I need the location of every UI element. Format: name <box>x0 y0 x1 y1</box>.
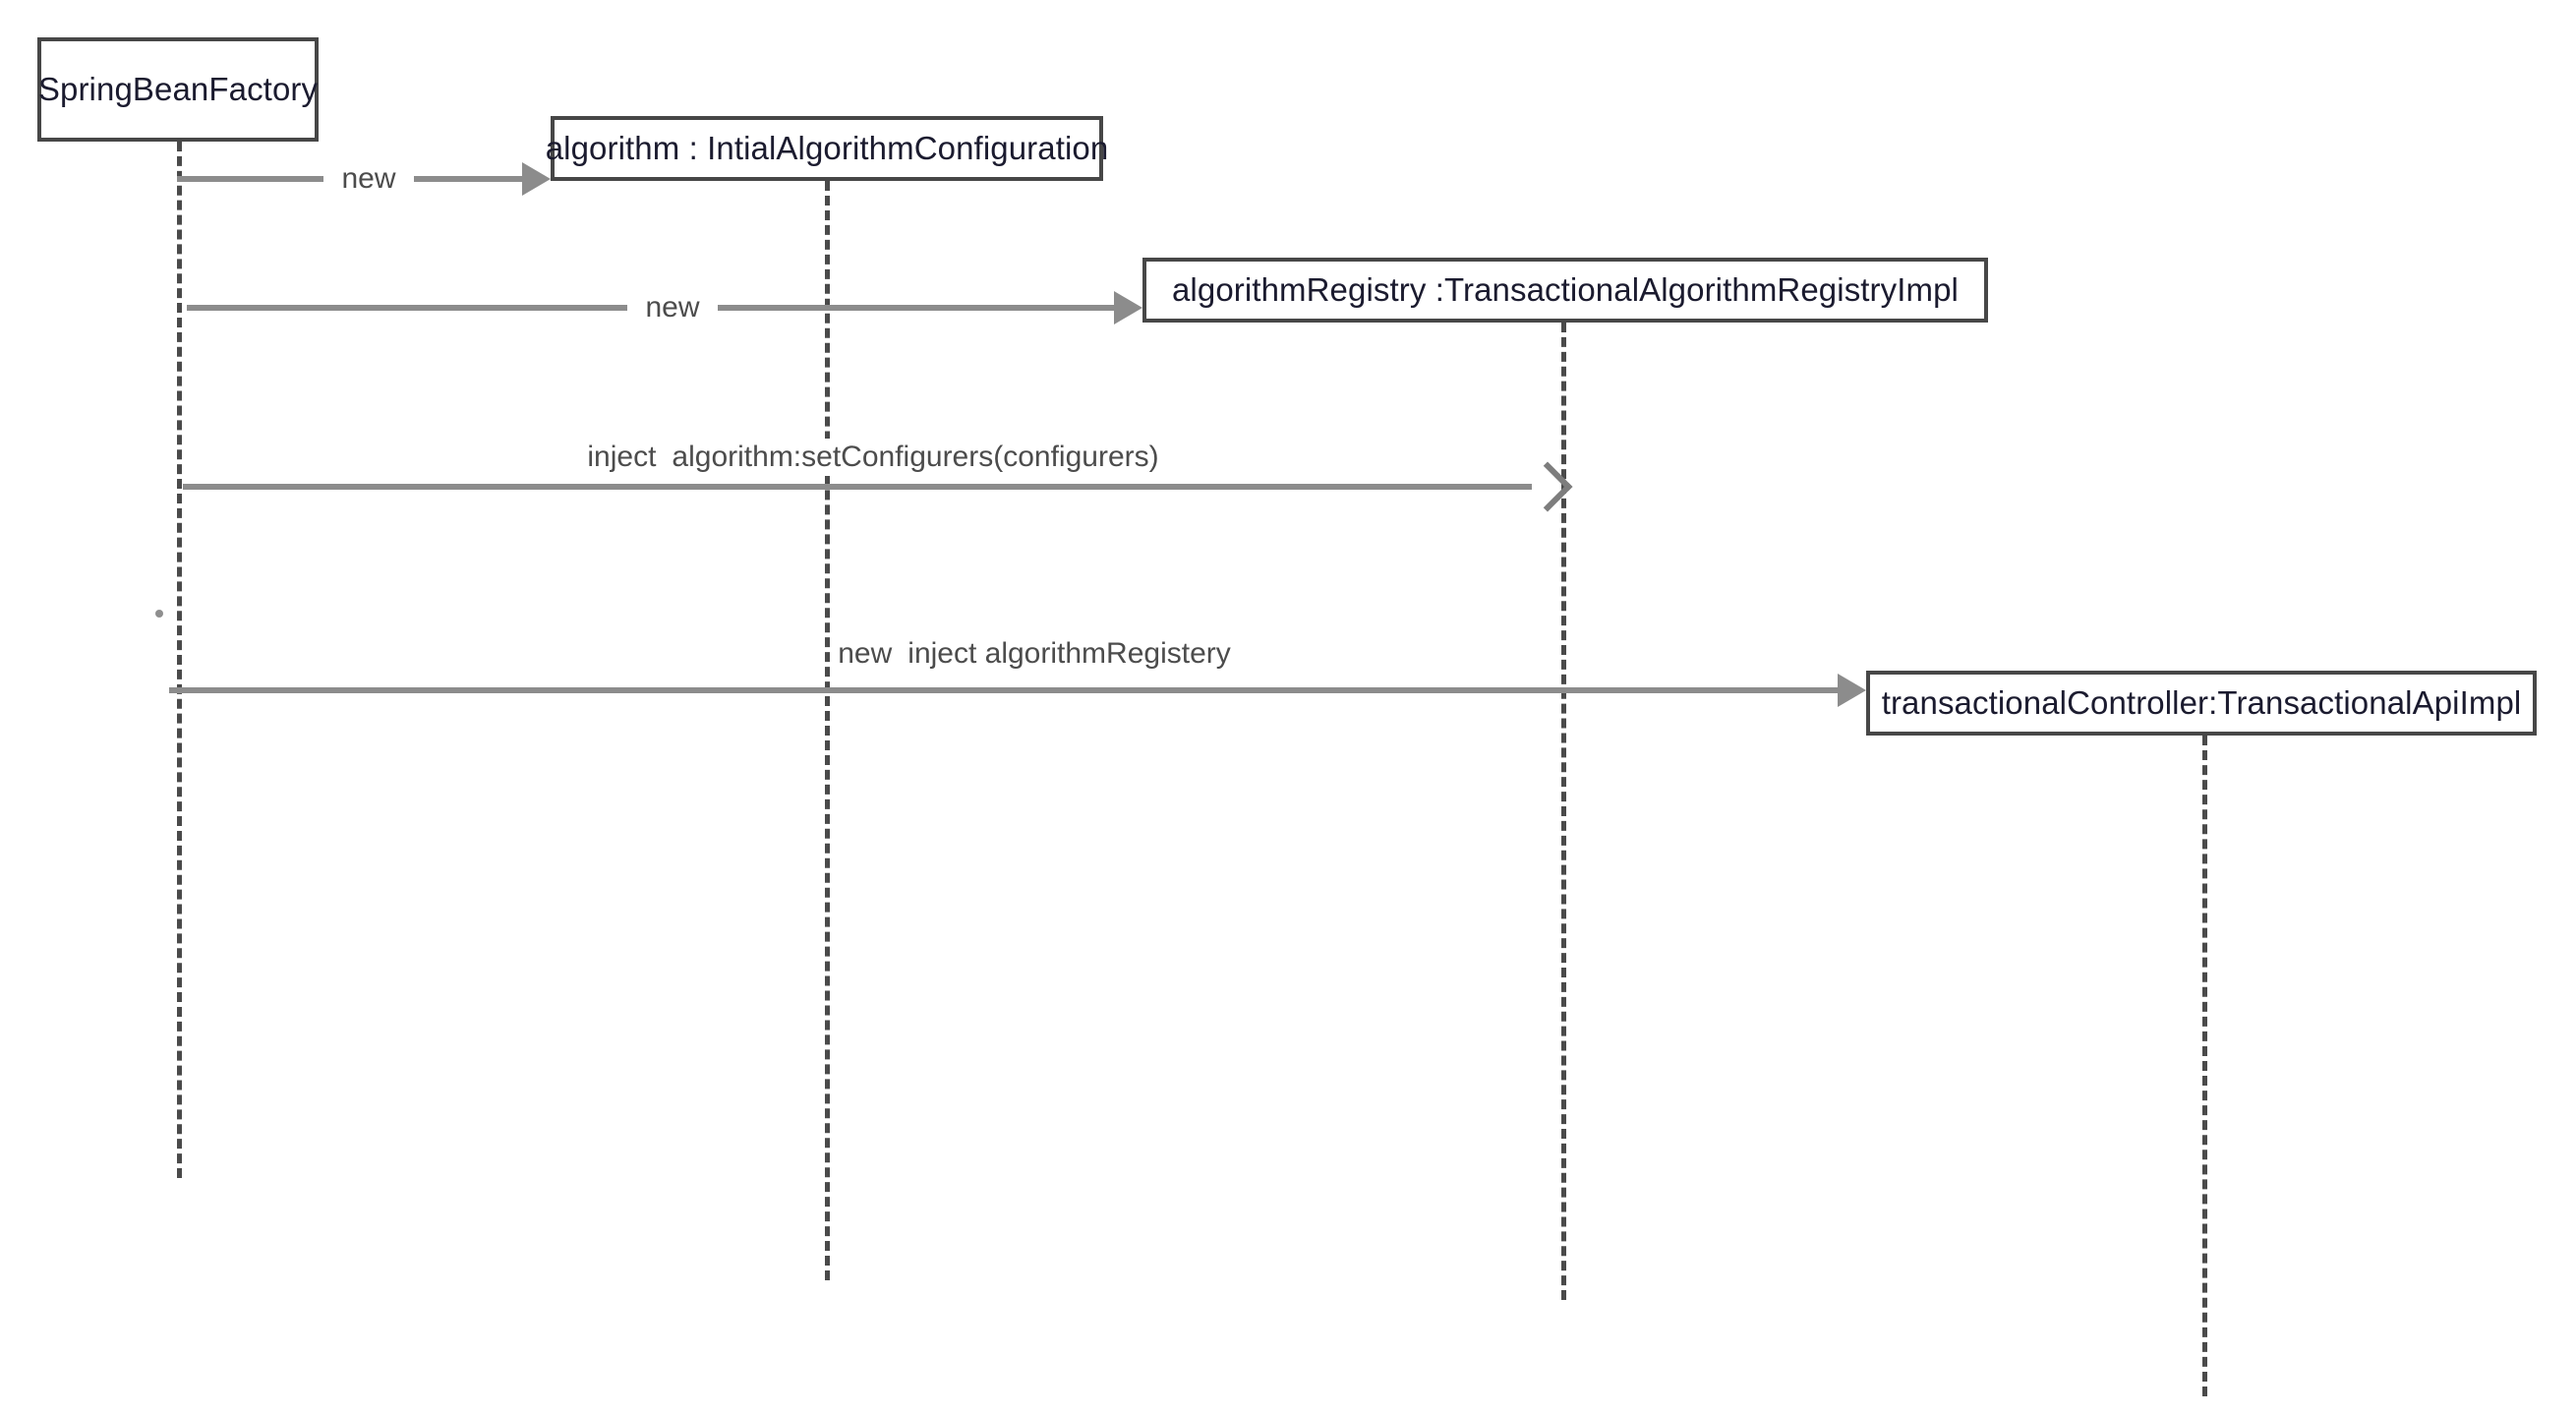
message-label-line: algorithm:setConfigurers(configurers) <box>664 438 1167 477</box>
message-arrowhead-msg-new-algorithm <box>522 162 551 196</box>
message-label-line: new <box>333 164 404 194</box>
message-label-msg-new-algorithm-registry: new <box>627 293 718 323</box>
message-line-msg-inject-set-configurers <box>183 484 1532 490</box>
participant-label-transactionalController: transactionalController:TransactionalApi… <box>1881 683 2522 721</box>
lifeline-transactionalController <box>2202 736 2207 1396</box>
participant-label-algorithmRegistry: algorithmRegistry :TransactionalAlgorith… <box>1171 270 1959 308</box>
lifeline-algorithmRegistry <box>1561 323 1566 1300</box>
message-label-msg-new-algorithm: new <box>323 164 414 194</box>
lifeline-algorithm <box>825 181 830 1280</box>
message-line-msg-new-inject-algorithm-registery <box>169 687 1838 693</box>
message-label-line: new <box>637 293 708 323</box>
participant-label-algorithm: algorithm : IntialAlgorithmConfiguration <box>545 129 1109 166</box>
message-label-line: new <box>830 634 901 674</box>
message-label-line: inject algorithmRegistery <box>900 634 1239 674</box>
participant-box-transactionalController[interactable]: transactionalController:TransactionalApi… <box>1866 671 2537 736</box>
participant-box-algorithmRegistry[interactable]: algorithmRegistry :TransactionalAlgorith… <box>1142 258 1988 323</box>
message-label-line: inject <box>579 438 665 477</box>
participant-label-springBeanFactory: SpringBeanFactory <box>37 70 319 107</box>
message-arrowhead-msg-new-inject-algorithm-registery <box>1838 674 1866 707</box>
artifact-stray-dot <box>155 610 163 618</box>
message-arrowhead-msg-new-algorithm-registry <box>1114 291 1142 324</box>
participant-box-springBeanFactory[interactable]: SpringBeanFactory <box>37 37 319 142</box>
participant-box-algorithm[interactable]: algorithm : IntialAlgorithmConfiguration <box>546 116 1108 181</box>
lifeline-springBeanFactory <box>177 142 182 1178</box>
